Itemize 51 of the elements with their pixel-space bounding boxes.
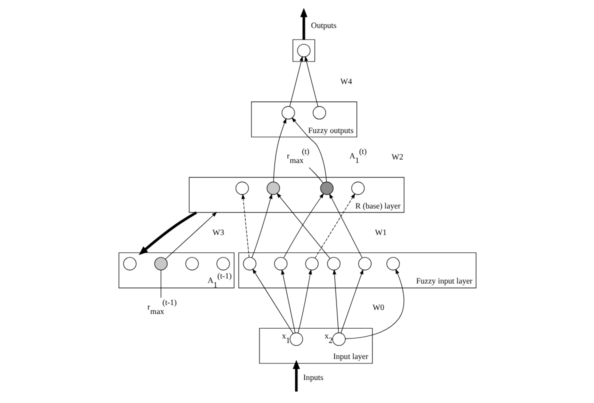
connector [160, 270, 161, 298]
node-circle [216, 257, 230, 270]
arrow [328, 193, 362, 258]
node-circle [332, 332, 346, 346]
node-circle [312, 106, 326, 120]
connector [308, 167, 323, 184]
arrow [304, 56, 318, 107]
arrow [314, 193, 355, 258]
node-circle [242, 257, 256, 270]
node-circle [320, 182, 333, 195]
arrow [138, 211, 197, 256]
node-circle [350, 182, 364, 195]
arrow [164, 212, 217, 260]
label: W4 [340, 76, 352, 86]
node-circle [386, 257, 400, 270]
arrow [240, 194, 249, 258]
label: W1 [374, 228, 386, 237]
node-circle [122, 257, 136, 270]
edge-label: Outputs [310, 20, 336, 30]
node-circle [304, 257, 318, 270]
arrow [297, 269, 312, 334]
cluster: Fuzzy outputs [250, 102, 357, 138]
arrow [272, 118, 286, 182]
node-circle [358, 257, 372, 270]
node-circle [281, 106, 294, 120]
node-circle [289, 332, 302, 346]
label: W0 [372, 303, 384, 312]
arrow [291, 117, 326, 182]
label: W2 [391, 152, 403, 162]
node-circle [326, 257, 340, 270]
cluster: Fuzzy input layer [238, 252, 476, 288]
arrow [252, 268, 293, 334]
arrow [300, 8, 307, 40]
edge-label: W3 [212, 228, 224, 238]
arrow [332, 269, 338, 334]
node-circle [266, 182, 280, 195]
arrow [251, 194, 272, 258]
node-circle [274, 257, 287, 270]
node-circle [184, 257, 198, 270]
arrow [340, 269, 363, 334]
arrow [292, 360, 300, 392]
arrow [280, 269, 295, 334]
node-circle [154, 257, 168, 270]
edge-label: Inputs [302, 372, 323, 382]
arrow [276, 192, 330, 259]
node-circle [296, 44, 310, 58]
arrow [288, 56, 303, 107]
cluster: R (base) layer [188, 177, 404, 213]
node-circle [235, 182, 248, 195]
arrow [282, 193, 324, 258]
arrow [344, 268, 404, 339]
